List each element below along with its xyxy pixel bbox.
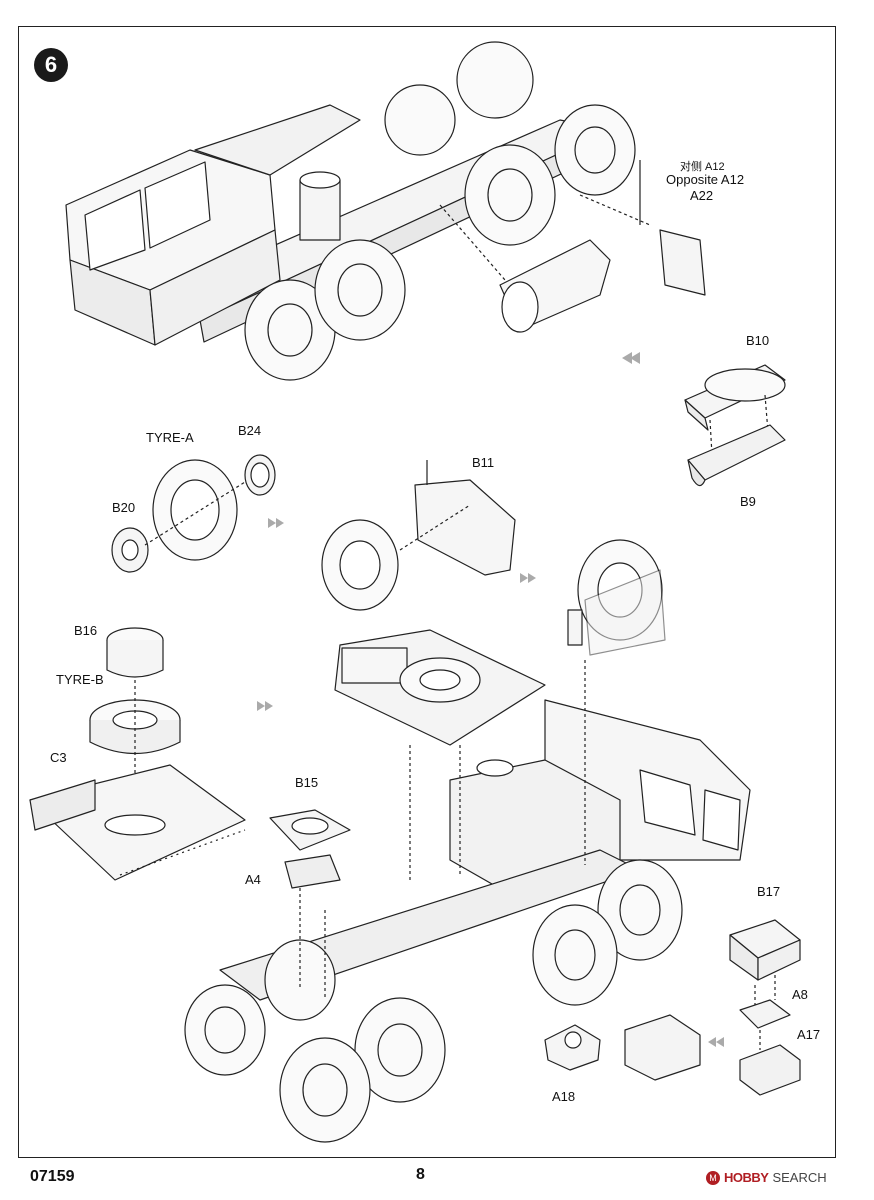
label-a18: A18 <box>552 1089 576 1104</box>
label-c3: C3 <box>50 750 67 765</box>
label-opposite-a12: Opposite A12 <box>666 172 745 187</box>
watermark-brand: HOBBY <box>724 1170 769 1185</box>
spare-mount-b11-drawing <box>321 460 666 656</box>
label-a17: A17 <box>797 1027 821 1042</box>
tyre-a-drawing <box>111 454 276 573</box>
label-b20: B20 <box>112 500 136 515</box>
top-truck-drawing <box>65 41 706 381</box>
toolbox-b10-b9-drawing <box>684 364 786 487</box>
platform-c3-drawing <box>29 627 246 881</box>
label-b9: B9 <box>740 494 756 509</box>
watermark: M HOBBY SEARCH <box>706 1170 827 1185</box>
page-number: 8 <box>416 1166 425 1183</box>
label-a22: A22 <box>690 188 714 203</box>
label-b10: B10 <box>746 333 770 348</box>
label-a4: A4 <box>245 872 261 887</box>
battery-box-drawing <box>544 919 801 1096</box>
coupling-b15-a4-drawing <box>269 809 351 889</box>
label-b15: B15 <box>295 775 319 790</box>
watermark-word: SEARCH <box>772 1170 827 1185</box>
page-frame <box>18 26 836 1158</box>
label-a8: A8 <box>792 987 808 1002</box>
step-number-badge: 6 <box>34 48 68 82</box>
label-tyre-a: TYRE-A <box>146 430 194 445</box>
label-a12-chinese: 对侧 A12 <box>680 161 725 173</box>
label-b11: B11 <box>472 455 495 470</box>
label-b16: B16 <box>74 623 98 638</box>
label-b17: B17 <box>757 884 781 899</box>
label-tyre-b: TYRE-B <box>56 672 104 687</box>
lower-truck-drawing <box>184 629 751 1143</box>
kit-code: 07159 <box>30 1168 75 1185</box>
label-b24: B24 <box>238 423 262 438</box>
watermark-circle-icon: M <box>706 1170 720 1185</box>
